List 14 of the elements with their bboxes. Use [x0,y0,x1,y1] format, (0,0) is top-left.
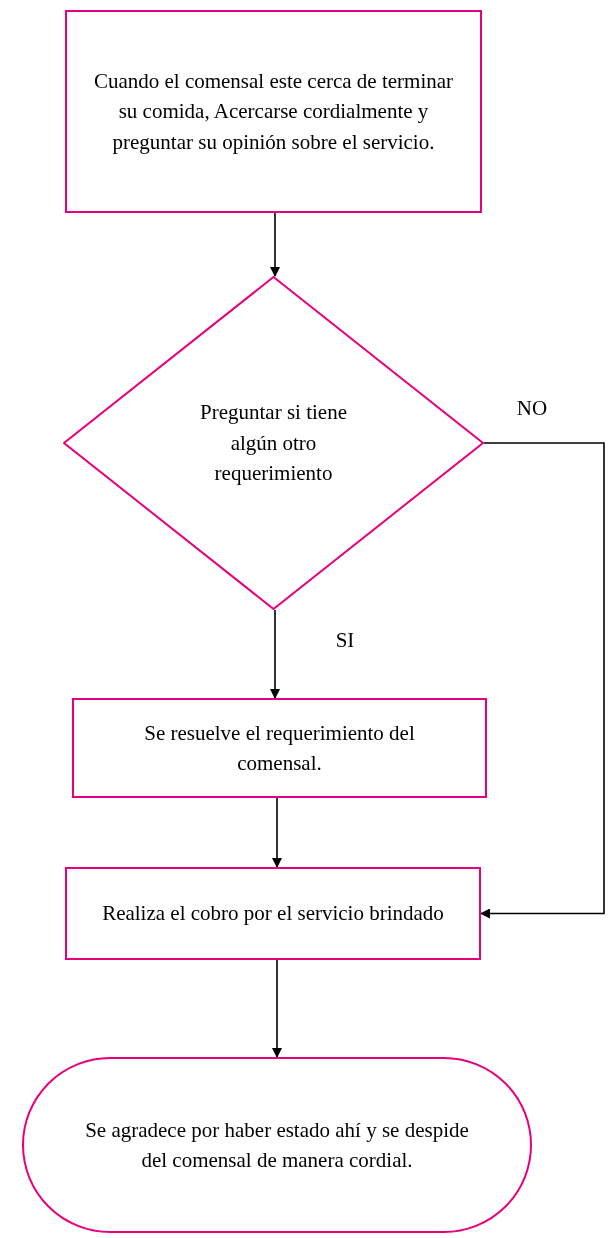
process-box [72,698,487,798]
process-box [65,10,482,213]
arrow [272,959,282,1058]
arrow [270,212,280,277]
node-text: Se resuelve el requerimiento del comensal. [143,719,416,777]
process-box [65,867,481,960]
arrow [272,797,282,868]
node-text: Se agradece por haber estado ahí y se despide del comensal de manera cordial. [84,1116,470,1174]
node-text: Realiza el cobro por el servicio brindado [102,900,444,928]
decision-diamond [63,276,484,610]
node-text: Preguntar si tiene algún otro requerimiento [199,399,348,488]
arrow [270,609,280,699]
arrow [480,442,605,919]
node-text: Cuando el comensal este cerca de terminar su comida, Acercarse cordialmente y preguntar su opinión sobre el servicio. [92,67,455,156]
